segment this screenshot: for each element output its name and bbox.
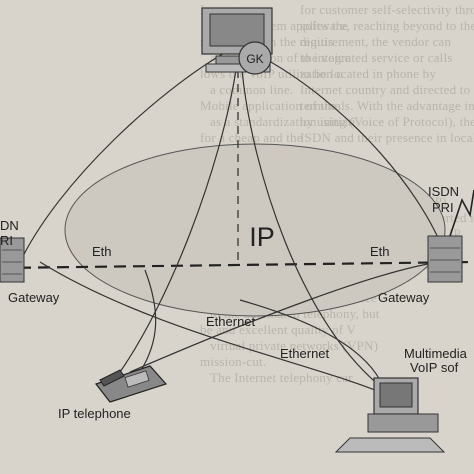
left-gateway-label: Gateway <box>8 290 60 305</box>
left-gateway-icon <box>0 237 25 283</box>
multimedia-pc-label-line2: VoIP sof <box>410 360 459 375</box>
background-text-line: mission-cut. <box>200 354 267 369</box>
background-text-line: virtual private networks (VPN) <box>210 338 379 353</box>
link-gk-to-ip-telephone <box>119 69 237 373</box>
link-gk-to-left-gateway <box>19 51 227 263</box>
background-text-line: for customer self-selectivity through a <box>300 2 474 17</box>
link-gk-to-right-gateway <box>251 51 449 263</box>
link-telephone-to-right-gateway <box>129 261 441 373</box>
gatekeeper-badge: GK <box>238 41 272 75</box>
background-text-line: by using (Voice of Protocol), the voice <box>300 114 474 129</box>
background-text-line: for a cheap and the <box>200 130 303 145</box>
right-isdn-label-line2: PRI <box>432 200 454 215</box>
left-eth-label: Eth <box>92 244 112 259</box>
ip-telephone-icon <box>95 365 168 403</box>
ip-cloud-label: IP <box>249 222 275 252</box>
ip-telephone-label: IP telephone <box>58 406 131 421</box>
left-isdn-label-line2: RI <box>0 233 13 248</box>
background-text-line: as a standardization initiati <box>210 114 356 129</box>
background-text-line: The Internet telephony car <box>210 370 353 385</box>
right-gateway-icon <box>427 235 463 283</box>
multimedia-pc-label-line1: Multimedia <box>404 346 468 361</box>
gatekeeper-label: GK <box>246 52 263 66</box>
background-text-line: requirement, the vendor can <box>300 34 452 49</box>
background-text-line: a common line. <box>210 82 294 97</box>
dashed-backbone-line <box>0 260 474 270</box>
right-eth-label: Eth <box>370 244 390 259</box>
ethernet-label-pc: Ethernet <box>280 346 330 361</box>
ethernet-label-telephone: Ethernet <box>206 314 256 329</box>
background-text-line: be and excellent quality of V <box>200 322 357 337</box>
multimedia-pc-icon <box>334 377 446 453</box>
background-text-line: ISDN and their presence in local <box>300 130 474 145</box>
background-text-line: terminals. With the advantage in the <box>300 98 474 113</box>
right-isdn-label-line1: ISDN <box>428 184 459 199</box>
background-text-line: Internet country and directed to <box>300 82 471 97</box>
link-left-gateway-to-pc <box>39 261 381 393</box>
background-text-line: to be located in phone by <box>300 66 437 81</box>
link-gk-to-multimedia-pc <box>241 69 381 387</box>
ethernet-link-multimedia-pc <box>239 299 381 381</box>
background-text-line: to integrated service or calls <box>300 50 453 65</box>
right-gateway-label: Gateway <box>378 290 430 305</box>
background-text-line: Mobile application of the <box>200 98 337 113</box>
right-isdn-pri-line <box>445 189 474 249</box>
ethernet-link-ip-telephone <box>139 269 157 373</box>
left-isdn-label-line1: DN <box>0 218 19 233</box>
background-text-line: software, reaching beyond to the <box>300 18 474 33</box>
